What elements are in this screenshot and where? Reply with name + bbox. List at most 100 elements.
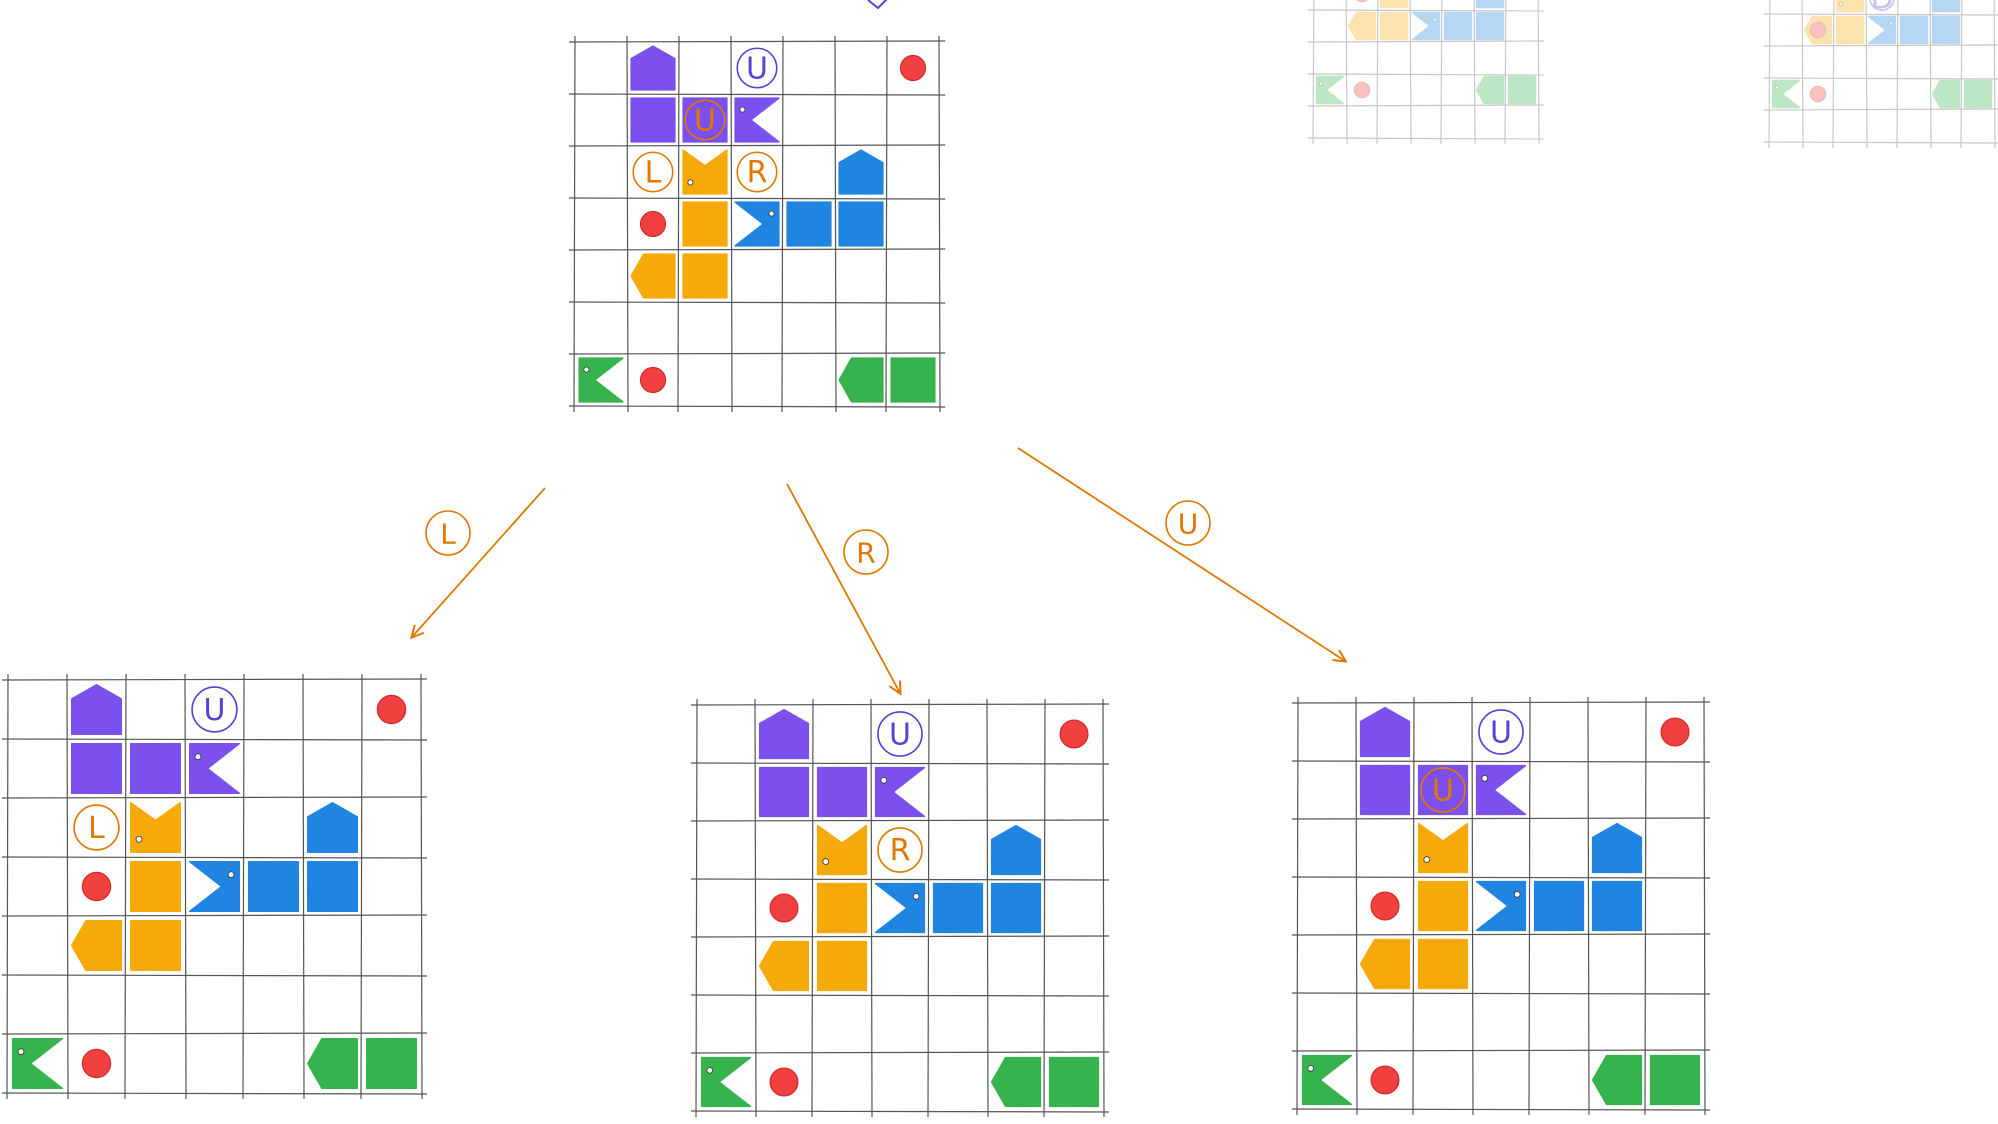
move-marker: U (1478, 709, 1524, 755)
piece-body-cell (1443, 11, 1473, 41)
piece-eye (912, 893, 920, 900)
move-marker: L (632, 151, 674, 193)
grid-line-v (66, 673, 69, 1100)
grid-line-h (1, 856, 428, 859)
move-marker-ring (736, 151, 778, 193)
grid-line-v (1587, 696, 1590, 1116)
move-marker-label: L (645, 156, 662, 191)
grid-line-h (1291, 817, 1711, 820)
board-after-R: UR (690, 698, 1110, 1118)
grid-line-v (184, 673, 187, 1100)
piece-body-cell (1963, 79, 1993, 109)
grid-line-h (1291, 760, 1711, 763)
piece-head-cell (1359, 938, 1411, 990)
grid-line-v (1929, 0, 1932, 149)
piece-body-cell (1379, 11, 1409, 41)
grid-line-h (568, 144, 946, 147)
edges-layer: LRU (412, 0, 1345, 693)
grid-line-h (1, 974, 428, 977)
grid-line-v (302, 673, 305, 1100)
grid-line-h (1291, 701, 1711, 704)
move-marker-label: U (694, 104, 716, 139)
piece-mouth-cell (188, 860, 241, 913)
piece-mouth-cell (129, 801, 182, 854)
piece-head-cell (70, 683, 123, 736)
grid-line-v (124, 673, 127, 1100)
piece-head-cell (306, 1037, 359, 1090)
piece-body-cell (682, 201, 728, 247)
move-marker: R (736, 151, 778, 193)
piece-eye (706, 1067, 714, 1074)
piece-mouth-cell (874, 766, 926, 818)
piece-head-cell (838, 149, 884, 195)
move-marker: U (1420, 767, 1466, 813)
piece-body-cell (129, 742, 182, 795)
board-grid (1291, 696, 1711, 1116)
move-marker-ring (736, 47, 778, 89)
grid-line-h (1307, 104, 1545, 107)
edge-arrow (1017, 447, 1345, 661)
grid-line-h (690, 1110, 1110, 1113)
piece-mouth-cell (578, 357, 624, 403)
grid-line-h (690, 935, 1110, 938)
piece-eye (1888, 21, 1893, 26)
move-marker: U (684, 99, 726, 141)
grid-line-h (1763, 44, 1998, 47)
piece-mouth-cell (700, 1056, 752, 1108)
piece-mouth-cell (1315, 75, 1345, 105)
piece-eye (1432, 17, 1437, 22)
piece-head-cell (990, 1056, 1042, 1108)
apple-icon (1059, 719, 1089, 749)
move-marker-ring (632, 151, 674, 193)
grid-line-v (754, 698, 757, 1118)
piece-orange (630, 149, 728, 299)
grid-line-h (1291, 933, 1711, 936)
grid-line-h (1291, 992, 1711, 995)
grid-line-h (568, 93, 946, 96)
apple-icon (1660, 717, 1690, 747)
piece-green (1315, 75, 1537, 105)
grid-line-h (1291, 876, 1711, 879)
grid-line-v (1412, 696, 1415, 1116)
piece-blue (874, 824, 1042, 934)
move-marker-ring (877, 711, 923, 757)
piece-mouth-cell (11, 1037, 64, 1090)
piece-eye (1513, 891, 1521, 898)
grid-line-h (568, 301, 946, 304)
piece-green (1771, 79, 1993, 109)
apple-icon (639, 210, 667, 238)
grid-line-v (677, 35, 680, 413)
piece-blue (188, 801, 359, 913)
piece-head-cell (306, 801, 359, 854)
grid-line-h (1, 738, 428, 741)
move-marker-ring (684, 99, 726, 141)
piece-body-cell (1417, 764, 1469, 816)
edge-U: U (1017, 447, 1345, 661)
grid-line-h (690, 994, 1110, 997)
edge-label-ring (843, 529, 889, 575)
piece-body-cell (1591, 880, 1643, 932)
grid-line-h (1307, 40, 1545, 43)
piece-eye (1481, 775, 1489, 782)
board-grid (568, 35, 946, 413)
piece-body-cell (1359, 764, 1411, 816)
move-marker-ring (1869, 0, 1895, 11)
piece-eye (1839, 2, 1844, 7)
piece-mouth-cell (1867, 15, 1897, 45)
piece-body-cell (816, 882, 868, 934)
piece-purple (70, 683, 241, 795)
piece-head-cell (838, 357, 884, 403)
move-marker-ring (877, 827, 923, 873)
piece-body-cell (932, 882, 984, 934)
apple-icon (1356, 0, 1368, 3)
piece-body-cell (1931, 15, 1961, 45)
apple-icon (639, 366, 667, 394)
piece-head-cell (1347, 11, 1377, 41)
piece-eye (880, 777, 888, 784)
grid-line-v (1703, 696, 1706, 1116)
piece-blue (1475, 822, 1643, 932)
piece-body-cell (838, 201, 884, 247)
piece-mouth-cell (734, 201, 780, 247)
grid-line-h (1, 678, 428, 681)
